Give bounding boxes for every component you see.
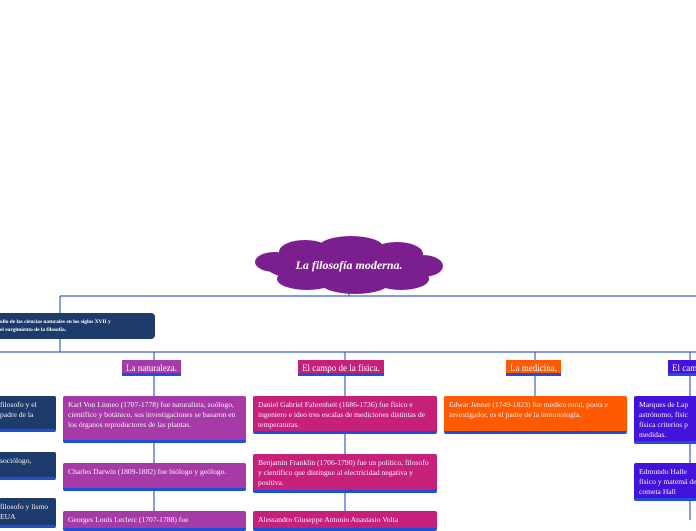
- card-darwin[interactable]: Charles Darwin (1809-1882) fue biólogo y…: [63, 463, 246, 491]
- subtitle-line-2: el surgimiento de la filosofía.: [0, 327, 67, 333]
- card-fahrenheit[interactable]: Daniel Gabriel Fahrenheit (1686-1736) fu…: [253, 396, 437, 434]
- topic-fisica[interactable]: El campo de la física.: [298, 360, 384, 376]
- left-card-3[interactable]: filosofo y lismo EUA: [0, 498, 56, 528]
- subtitle-node[interactable]: ollo de las ciencias naturales en los si…: [0, 313, 155, 339]
- topic-medicina[interactable]: La medicina.: [506, 360, 561, 376]
- card-franklin[interactable]: Benjamin Franklin (1706-1790) fue un pol…: [253, 454, 437, 493]
- card-laplace[interactable]: Marques de Lap astrónomo, físic física c…: [634, 396, 696, 444]
- root-node[interactable]: La filosofía moderna.: [255, 235, 443, 295]
- topic-campo-cut[interactable]: El cam: [668, 360, 696, 376]
- topic-naturaleza[interactable]: La naturaleza.: [122, 360, 181, 376]
- card-leclerc[interactable]: Georges Louis Leclerc (1707-1788) fue: [63, 511, 246, 531]
- root-title: La filosofía moderna.: [295, 257, 403, 272]
- left-card-2[interactable]: sociólogo,: [0, 452, 56, 480]
- cloud-shape: [255, 236, 443, 294]
- card-linneo[interactable]: Karl Von Linneo (1707-1778) fue naturali…: [63, 396, 246, 443]
- card-jenner[interactable]: Edwar Jenner (1749-1823) fue medico rura…: [444, 396, 627, 434]
- subtitle-line-1: ollo de las ciencias naturales en los si…: [0, 319, 111, 325]
- card-halley[interactable]: Edmundo Halle físico y matemá del cometa…: [634, 463, 696, 501]
- card-volta[interactable]: Alessandro Giuseppe Antonio Anastasio Vo…: [253, 511, 437, 531]
- left-card-1[interactable]: filosofo y el padre de la: [0, 396, 56, 432]
